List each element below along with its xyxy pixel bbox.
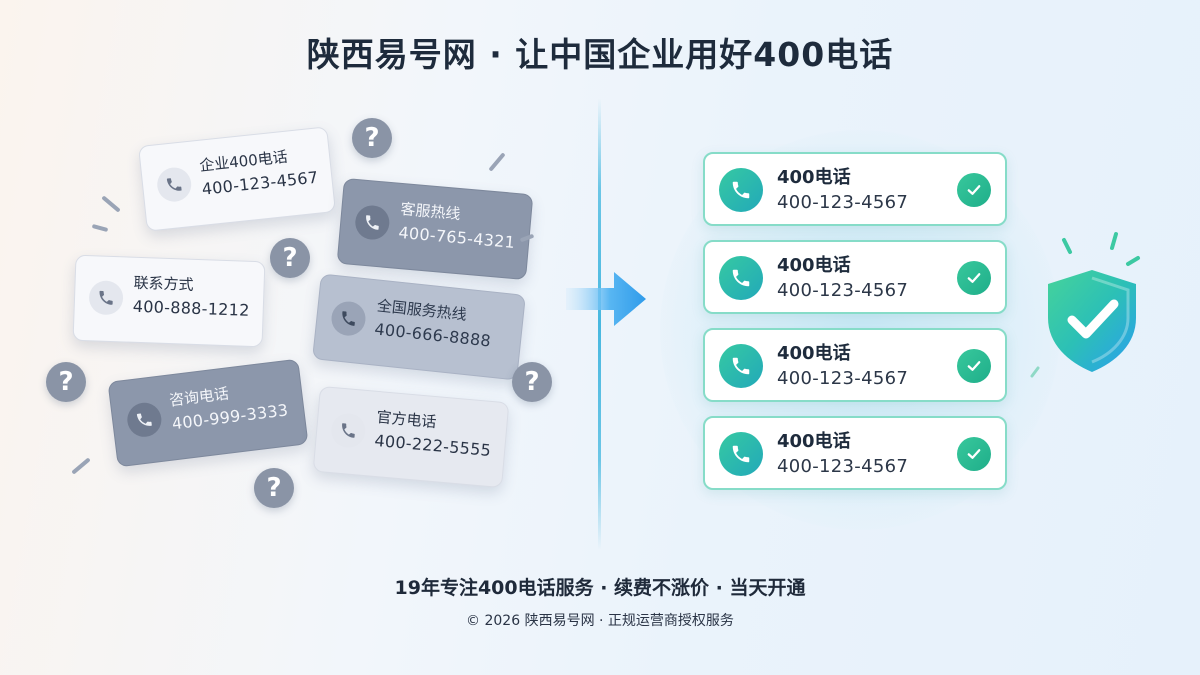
- question-icon: ?: [254, 468, 294, 508]
- question-icon: ?: [512, 362, 552, 402]
- phone-icon: [353, 204, 391, 241]
- phone-icon: [88, 280, 124, 316]
- card-name: 400电话: [777, 167, 851, 188]
- card-number: 400-123-4567: [777, 368, 909, 389]
- verified-card: 400电话 400-123-4567: [703, 240, 1007, 314]
- shield-check-icon: [1030, 232, 1140, 378]
- footer-copyright: © 2026 陕西易号网 · 正规运营商授权服务: [466, 613, 734, 629]
- card-name: 400电话: [777, 255, 851, 276]
- question-icon: ?: [352, 118, 392, 158]
- left-card: 企业400电话 400-123-4567: [138, 126, 336, 232]
- left-card: 全国服务热线 400-666-8888: [312, 273, 526, 381]
- check-icon: [957, 173, 991, 207]
- card-number: 400-888-1212: [132, 296, 251, 320]
- phone-icon: [125, 400, 164, 439]
- spark-line: [91, 223, 109, 233]
- verified-card: 400电话 400-123-4567: [703, 328, 1007, 402]
- question-icon: ?: [270, 238, 310, 278]
- left-card: 联系方式 400-888-1212: [72, 254, 266, 348]
- check-icon: [957, 437, 991, 471]
- phone-icon: [155, 165, 193, 204]
- card-name: 400电话: [777, 431, 851, 452]
- question-icon: ?: [46, 362, 86, 402]
- check-icon: [957, 349, 991, 383]
- verified-card: 400电话 400-123-4567: [703, 416, 1007, 490]
- left-card: 咨询电话 400-999-3333: [107, 358, 309, 468]
- card-number: 400-123-4567: [777, 456, 909, 477]
- card-name: 400电话: [777, 343, 851, 364]
- check-icon: [957, 261, 991, 295]
- verified-card: 400电话 400-123-4567: [703, 152, 1007, 226]
- center-divider: [598, 98, 601, 550]
- card-number: 400-123-4567: [777, 280, 909, 301]
- footer-tagline: 19年专注400电话服务 · 续费不涨价 · 当天开通: [394, 577, 806, 599]
- spark-line: [488, 152, 506, 172]
- phone-icon: [329, 412, 367, 449]
- phone-icon: [329, 299, 368, 338]
- spark-line: [101, 195, 121, 213]
- phone-icon: [719, 432, 763, 476]
- arrow-right-icon: [566, 272, 646, 326]
- left-card: 客服热线 400-765-4321: [336, 177, 534, 281]
- phone-icon: [719, 344, 763, 388]
- left-card: 官方电话 400-222-5555: [312, 385, 510, 489]
- card-number: 400-123-4567: [777, 192, 909, 213]
- phone-icon: [719, 256, 763, 300]
- page-title: 陕西易号网 · 让中国企业用好400电话: [306, 35, 894, 74]
- spark-line: [71, 457, 91, 475]
- phone-icon: [719, 168, 763, 212]
